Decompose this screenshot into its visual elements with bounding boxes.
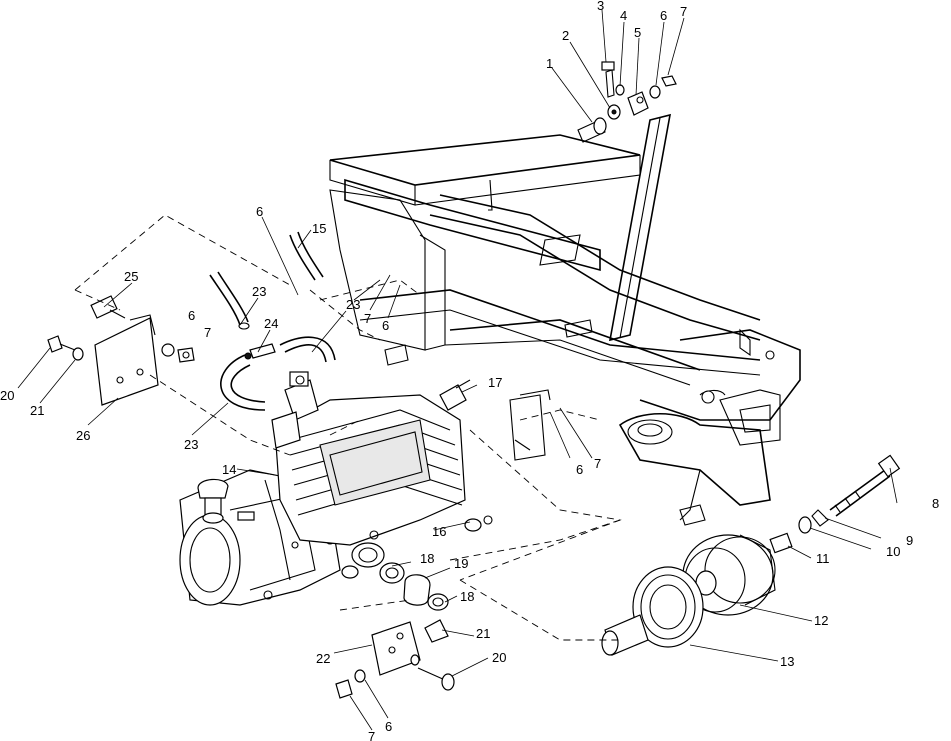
- callout-3: 3: [597, 0, 604, 13]
- callout-17: 17: [488, 375, 502, 390]
- callout-7-top: 7: [680, 4, 687, 19]
- callout-7-left-bracket: 7: [204, 325, 211, 340]
- callout-6-bottom: 6: [385, 719, 392, 734]
- callout-18-lower: 18: [460, 589, 474, 604]
- exhaust-seals: [379, 562, 449, 611]
- callout-11: 11: [816, 551, 830, 566]
- engine-assembly: [179, 371, 466, 606]
- clutch-pulley-assembly: [601, 454, 901, 656]
- callout-6-left-bracket: 6: [188, 308, 195, 323]
- callout-24: 24: [264, 316, 278, 331]
- callout-1: 1: [546, 56, 553, 71]
- callout-7-seat: 7: [364, 311, 371, 326]
- callout-19: 19: [454, 556, 468, 571]
- callout-23-hose-loop: 23: [184, 437, 198, 452]
- callout-7-bottom: 7: [368, 729, 375, 741]
- callout-6-seat: 6: [382, 318, 389, 333]
- frame-assembly: [329, 113, 801, 526]
- callout-15: 15: [312, 221, 326, 236]
- callout-4: 4: [620, 8, 627, 23]
- callout-12: 12: [814, 613, 828, 628]
- callout-20-left: 20: [0, 388, 14, 403]
- fuel-hoses: [209, 231, 336, 411]
- callout-14: 14: [222, 462, 236, 477]
- callout-22: 22: [316, 651, 330, 666]
- callout-5: 5: [634, 25, 641, 40]
- callout-6-top: 6: [660, 8, 667, 23]
- callout-20-lower: 20: [492, 650, 506, 665]
- left-mount-bracket: [47, 295, 195, 406]
- callout-leaders: [17, 9, 898, 731]
- callout-7-frame: 7: [594, 456, 601, 471]
- callout-26: 26: [76, 428, 90, 443]
- callout-23-hose-top: 23: [252, 284, 266, 299]
- callout-9: 9: [906, 533, 913, 548]
- assembly-centerlines: [74, 214, 622, 641]
- callout-13: 13: [780, 654, 794, 669]
- callout-18-upper: 18: [420, 551, 434, 566]
- callout-8: 8: [932, 496, 939, 511]
- callout-10: 10: [886, 544, 900, 559]
- callout-23-hose-mid: 23: [346, 297, 360, 312]
- callout-21-lower: 21: [476, 626, 490, 641]
- top-mount-hardware: [577, 61, 677, 143]
- callout-2: 2: [562, 28, 569, 43]
- callout-6-frame: 6: [576, 462, 583, 477]
- callout-25: 25: [124, 269, 138, 284]
- callout-16: 16: [432, 524, 446, 539]
- callout-21-left: 21: [30, 403, 44, 418]
- callout-6-upper-left: 6: [256, 204, 263, 219]
- lower-mount-bracket: [335, 619, 455, 699]
